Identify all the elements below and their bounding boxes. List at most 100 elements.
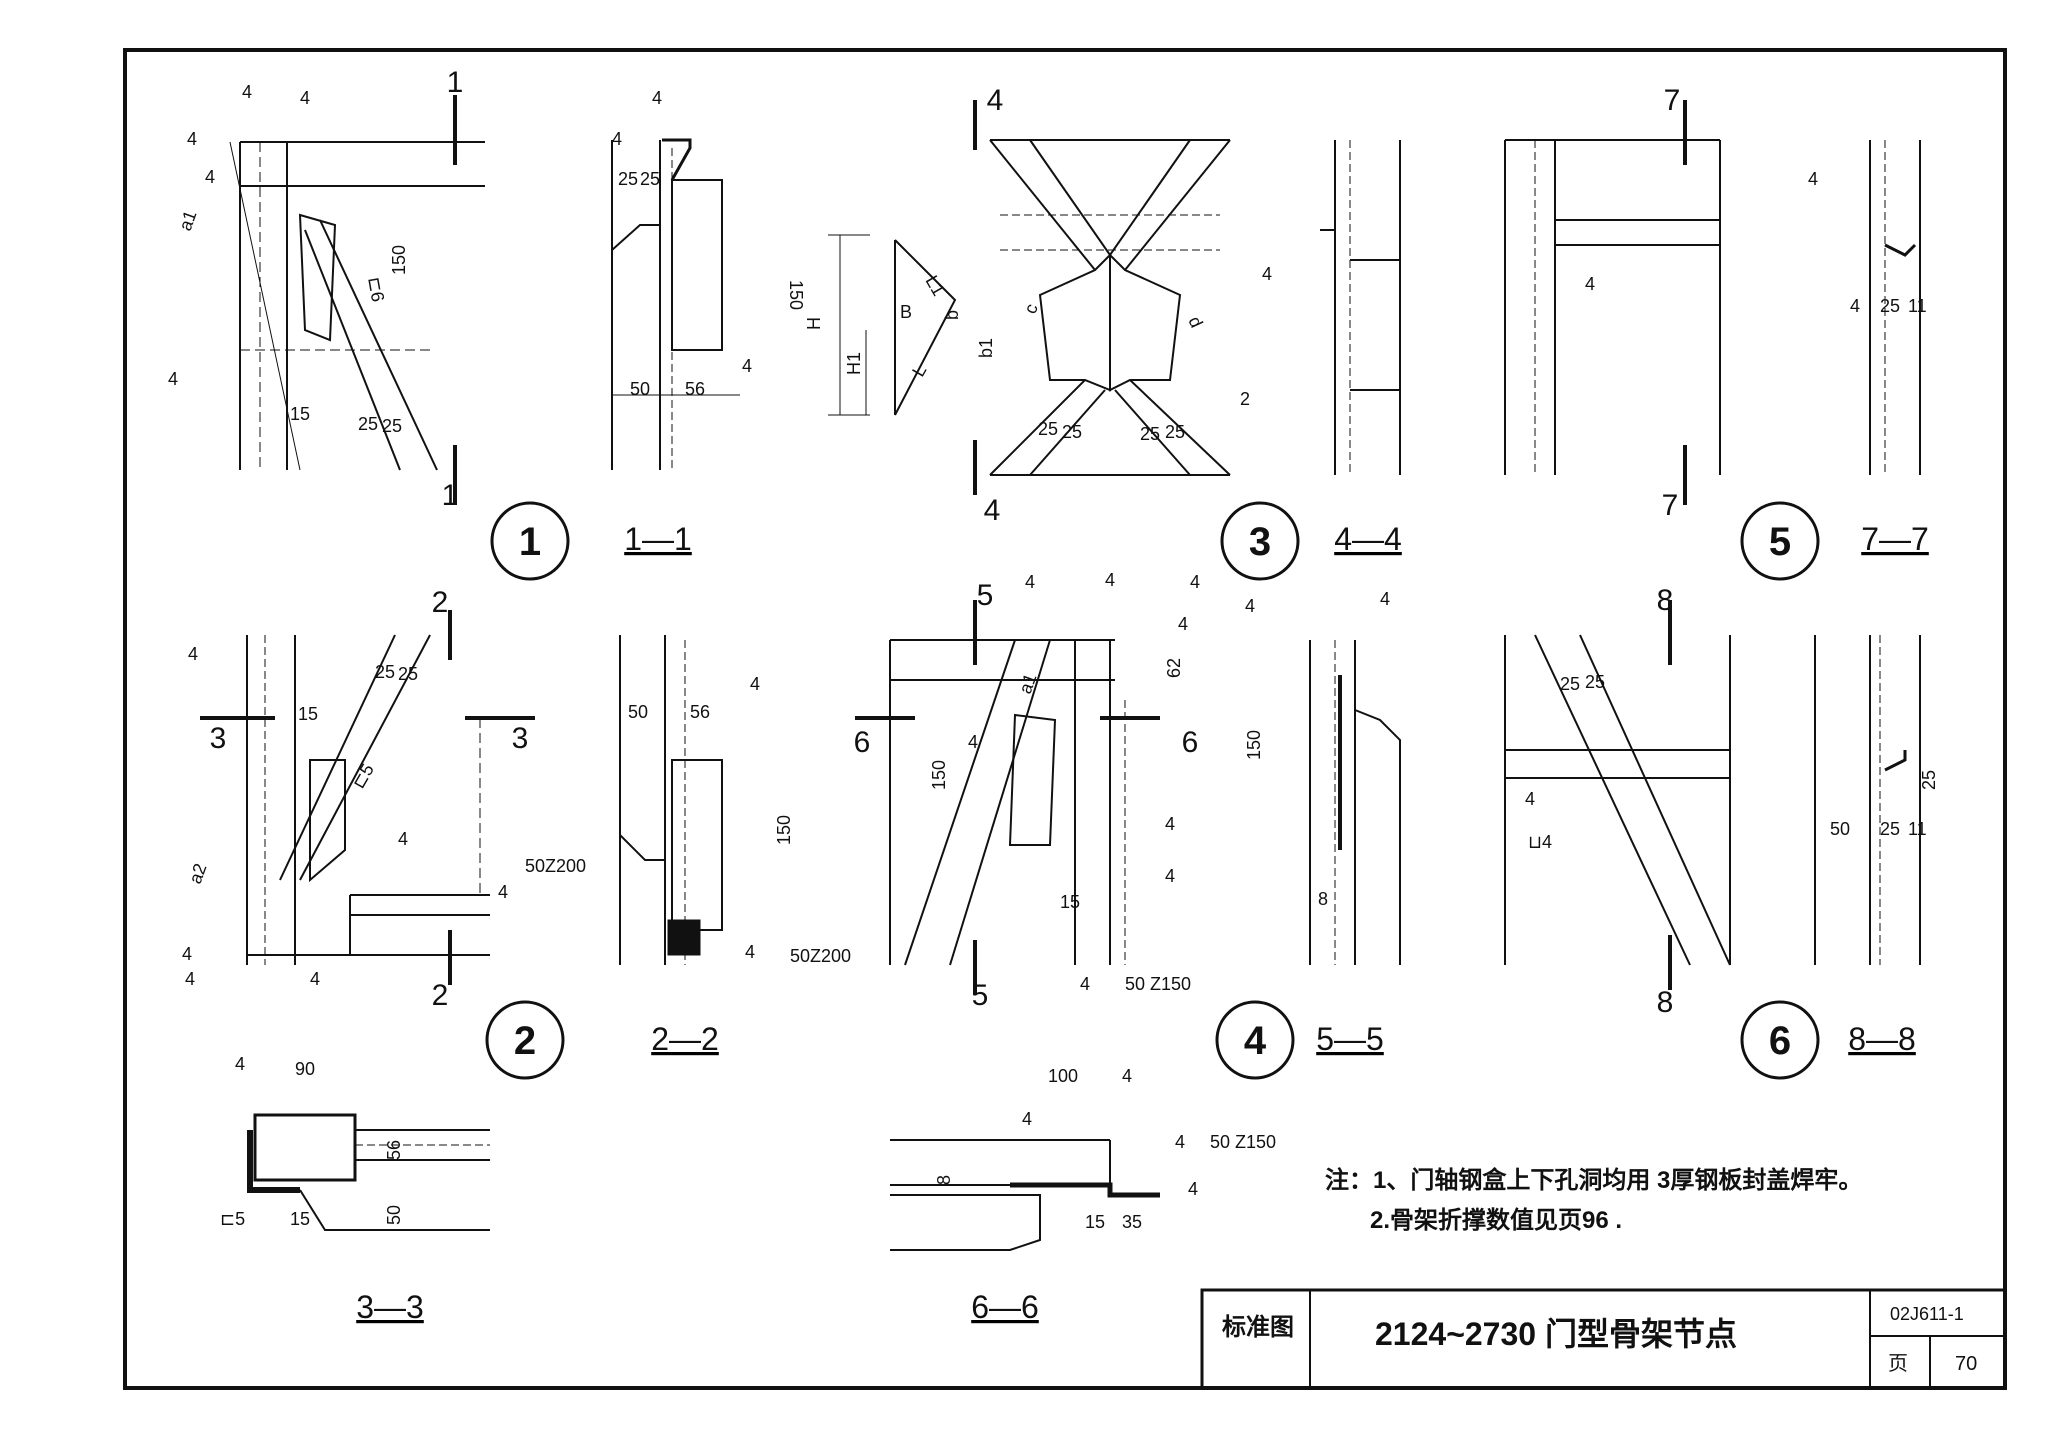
dim-label: 4 [1022,1109,1032,1129]
detail-1-drawing [229,95,485,505]
title-block-label: 标准图 [1222,1314,1294,1341]
section-caption: 2—2 [651,1021,719,1057]
dim-label: 50 [628,702,648,722]
cut-label: 6 [854,726,871,759]
atlas-number: 02J611-1 [1890,1304,1964,1324]
dim-label: 4 [205,167,215,187]
dim-label: 4 [242,82,252,102]
dim-label: 25 [1140,424,1160,444]
dim-label: 4 [1178,614,1188,634]
dim-label: 4 [742,356,752,376]
section-7-7-drawing [1869,140,1921,475]
cut-label: 3 [210,722,227,755]
cut-label: 4 [987,84,1004,117]
detail-5-drawing [1504,100,1721,505]
section-2-2-drawing [619,635,723,965]
dim-label: 4 [1165,814,1175,834]
dim-label: 4 [235,1054,245,1074]
cut-label: 2 [432,586,449,619]
dim-label: 4 [612,129,622,149]
dim-label: 4 [1122,1066,1132,1086]
page-number: 70 [1955,1353,1977,1375]
dim-label: 15 [290,404,310,424]
dim-label: 56 [685,379,705,399]
dim-label: 25 [1062,422,1082,442]
dim-label: 2 [1240,389,1250,409]
dim-label: 25 [1560,674,1580,694]
detail-circle-3 [1220,501,1300,581]
dim-label: ⊏5 [348,760,378,792]
section-caption: 3—3 [356,1289,424,1325]
dim-label: 4 [1262,264,1272,284]
dim-label: 100 [1048,1066,1078,1086]
dim-label: 25 [618,169,638,189]
dim-label: 35 [1122,1212,1142,1232]
dim-label: 56 [690,702,710,722]
cut-label: 2 [432,979,449,1012]
cut-label: 8 [1657,584,1674,617]
dim-label: 150 [929,760,949,790]
dim-label: 8 [934,1175,954,1185]
dim-label: 4 [1585,274,1595,294]
detail-circle-1 [490,501,570,581]
dim-label: 56 [384,1140,404,1160]
cut-label: 8 [1657,986,1674,1019]
detail-circle-6 [1740,1000,1820,1080]
dim-label: 15 [1085,1212,1105,1232]
dim-label: a1 [1015,671,1041,697]
dim-label: 4 [168,369,178,389]
dim-label: 15 [1060,892,1080,912]
dim-label: 4 [1525,789,1535,809]
dim-label: 4 [310,969,320,989]
dim-label: ⊔4 [1528,832,1552,852]
dim-label: 4 [652,88,662,108]
dim-label: 4 [498,882,508,902]
detail-number: 3 [1249,520,1271,564]
dim-label: 25 [640,169,660,189]
dim-label: B [900,302,912,322]
section-6-6-drawing [890,1139,1160,1251]
cut-label: 4 [984,494,1001,527]
dim-label: 150 [1244,730,1264,760]
dim-label: 4 [1188,1179,1198,1199]
detail-number: 5 [1769,520,1791,564]
dim-label: 4 [1175,1132,1185,1152]
drawing-title: 2124~2730 门型骨架节点 [1375,1316,1737,1352]
dim-label: 25 [1919,770,1939,790]
detail-3-drawing [973,100,1231,495]
dim-label: 4 [398,829,408,849]
dim-label: 150 [786,280,806,310]
dim-label: 4 [1380,589,1390,609]
dim-label: 50 [1830,819,1850,839]
detail-number: 2 [514,1019,536,1063]
dim-label: b [942,310,962,320]
dim-label: 25 [358,414,378,434]
dim-label: H [804,317,824,330]
dim-label: b1 [976,338,996,358]
dim-label: 11 [1908,819,1927,839]
dim-label: 4 [1850,296,1860,316]
detail-2-drawing [200,610,535,985]
cut-label: 1 [447,66,464,99]
dim-label: 4 [185,969,195,989]
dim-label: 50 Z150 [1210,1132,1276,1152]
detail-4-drawing [855,600,1160,995]
dim-label: 4 [750,674,760,694]
dim-label: a2 [185,861,211,887]
cut-label: 5 [972,979,989,1012]
dim-label: 4 [1105,570,1115,590]
dim-label: 11 [1908,296,1927,316]
detail-number: 6 [1769,1019,1791,1063]
detail-number: 1 [519,520,541,564]
dim-label: 8 [1318,889,1328,909]
cut-label: 7 [1662,489,1679,522]
dim-label: L1 [922,272,949,299]
dim-label: 25 [1880,819,1900,839]
dim-label: 50Z200 [790,946,851,966]
dim-label: 50 [630,379,650,399]
dim-label: 50 Z150 [1125,974,1191,994]
dim-label: 4 [968,732,978,752]
note-line-2: 2.骨架折撑数值见页96 . [1370,1206,1622,1234]
dim-label: 4 [300,88,310,108]
note-line-1: 注：1、门轴钢盒上下孔洞均用 3厚钢板封盖焊牢。 [1325,1166,1862,1194]
